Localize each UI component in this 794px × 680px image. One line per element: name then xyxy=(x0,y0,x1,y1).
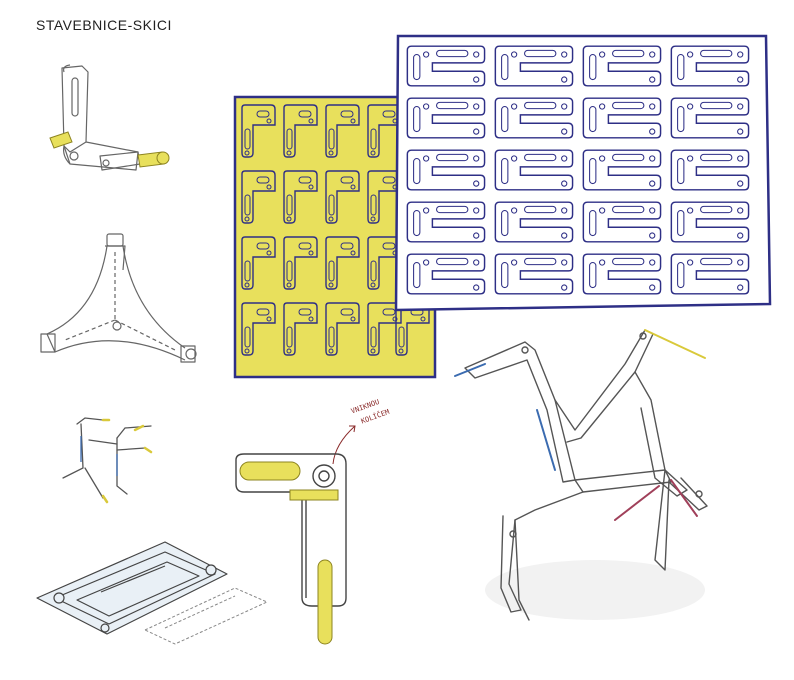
flat-pieces-perspective-sketch xyxy=(36,541,269,645)
annotation-arrow xyxy=(332,425,356,465)
l-joint-detail-sketch xyxy=(235,453,347,645)
tripod-connector-sketch xyxy=(40,233,197,363)
navy-sheet-pattern xyxy=(394,34,772,312)
l-joint-sketch xyxy=(49,64,170,171)
large-assembly-sketch xyxy=(454,329,708,621)
page-title: STAVEBNICE-SKICI xyxy=(36,17,172,33)
small-assembly-sketch xyxy=(62,417,153,504)
